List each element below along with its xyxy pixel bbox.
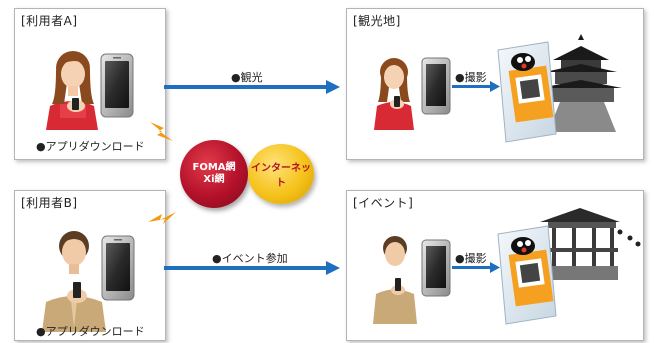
tourist-spot-title: [観光地]	[353, 14, 401, 28]
user-a-title: [利用者A]	[21, 14, 78, 28]
arrow-tourist-shoot	[452, 81, 500, 92]
xi-network-label: Xi網	[203, 174, 225, 185]
foma-network-label: FOMA網	[192, 162, 236, 173]
sightseeing-label: ●観光	[231, 71, 263, 84]
lightning-user-a-icon	[150, 122, 173, 141]
user-b-download-caption: ●アプリダウンロード	[36, 325, 145, 338]
event-mascot-card-icon	[497, 225, 557, 325]
internet-circle: インターネット	[248, 144, 314, 204]
tourist-smartphone-icon	[421, 57, 451, 115]
arrow-event-shoot	[452, 262, 500, 273]
event-title: [イベント]	[353, 196, 414, 210]
tourist-mascot-card-icon	[497, 41, 557, 143]
internet-label: インターネット	[251, 163, 311, 189]
event-smartphone-icon	[421, 239, 451, 297]
event-shoot-label: ●撮影	[455, 252, 487, 265]
user-b-smartphone-icon	[101, 235, 135, 301]
foma-xi-network-circle: FOMA網 Xi網	[180, 140, 248, 208]
event-man-icon	[373, 236, 417, 324]
tourist-woman-icon	[374, 58, 414, 130]
user-a-panel: [利用者A]	[14, 8, 166, 160]
lightning-user-b-icon	[148, 212, 176, 224]
event-participation-label: ●イベント参加	[212, 252, 288, 265]
arrow-user-a-to-tourist	[164, 80, 340, 94]
user-b-title: [利用者B]	[21, 196, 78, 210]
user-b-man-icon	[42, 231, 106, 332]
user-a-woman-icon	[46, 51, 98, 130]
user-a-download-caption: ●アプリダウンロード	[36, 140, 145, 153]
arrow-user-b-to-event	[164, 261, 340, 275]
castle-icon	[540, 34, 622, 132]
tourist-shoot-label: ●撮影	[455, 71, 487, 84]
user-a-smartphone-icon	[100, 53, 134, 118]
festival-float-icon	[540, 208, 641, 280]
